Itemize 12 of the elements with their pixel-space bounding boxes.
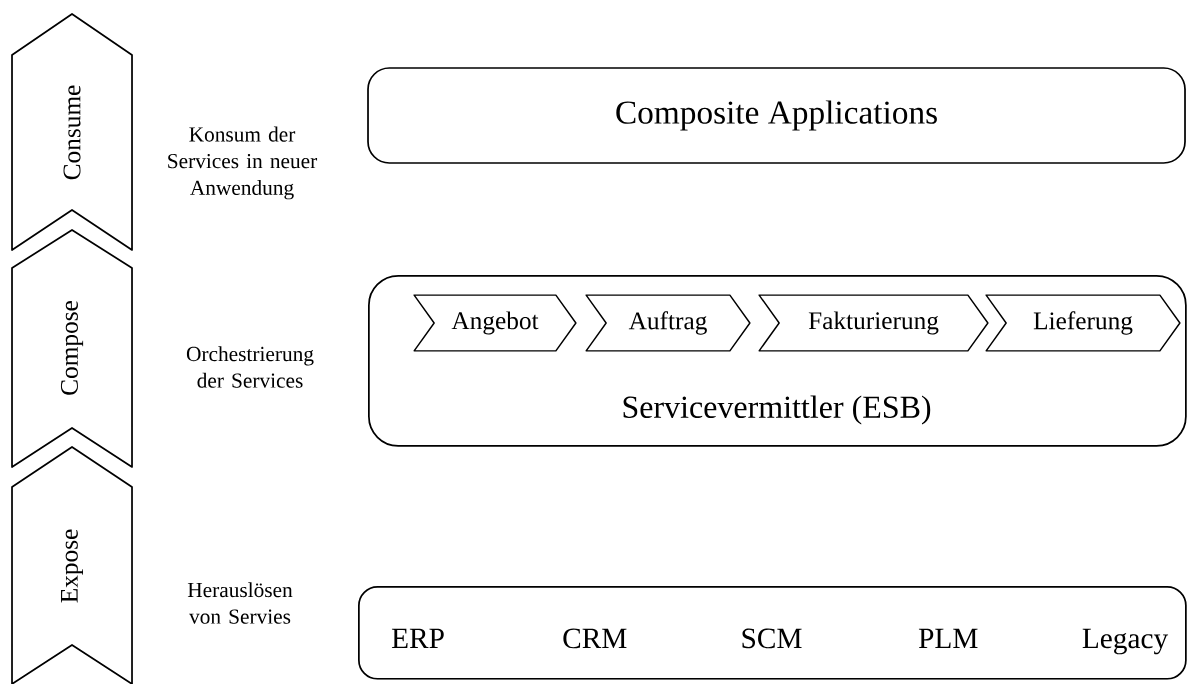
stage-banner: Consume [11, 13, 133, 251]
application-box: Composite Applications [367, 67, 1186, 164]
process-step: Auftrag [585, 294, 751, 352]
process-step: Lieferung [985, 294, 1181, 352]
side-note: Herauslösen von Servies [187, 582, 293, 624]
process-step: Fakturierung [758, 294, 989, 352]
stage-banner: Expose [11, 446, 133, 684]
stage-banner: Compose [11, 229, 133, 468]
side-note: Orchestrierung der Services [186, 346, 314, 388]
side-note: Konsum der Services in neuer Anwendung [168, 126, 318, 200]
process-step: Angebot [413, 294, 577, 352]
system-box: ERP CRM SCM PLM Legacy [358, 586, 1187, 680]
